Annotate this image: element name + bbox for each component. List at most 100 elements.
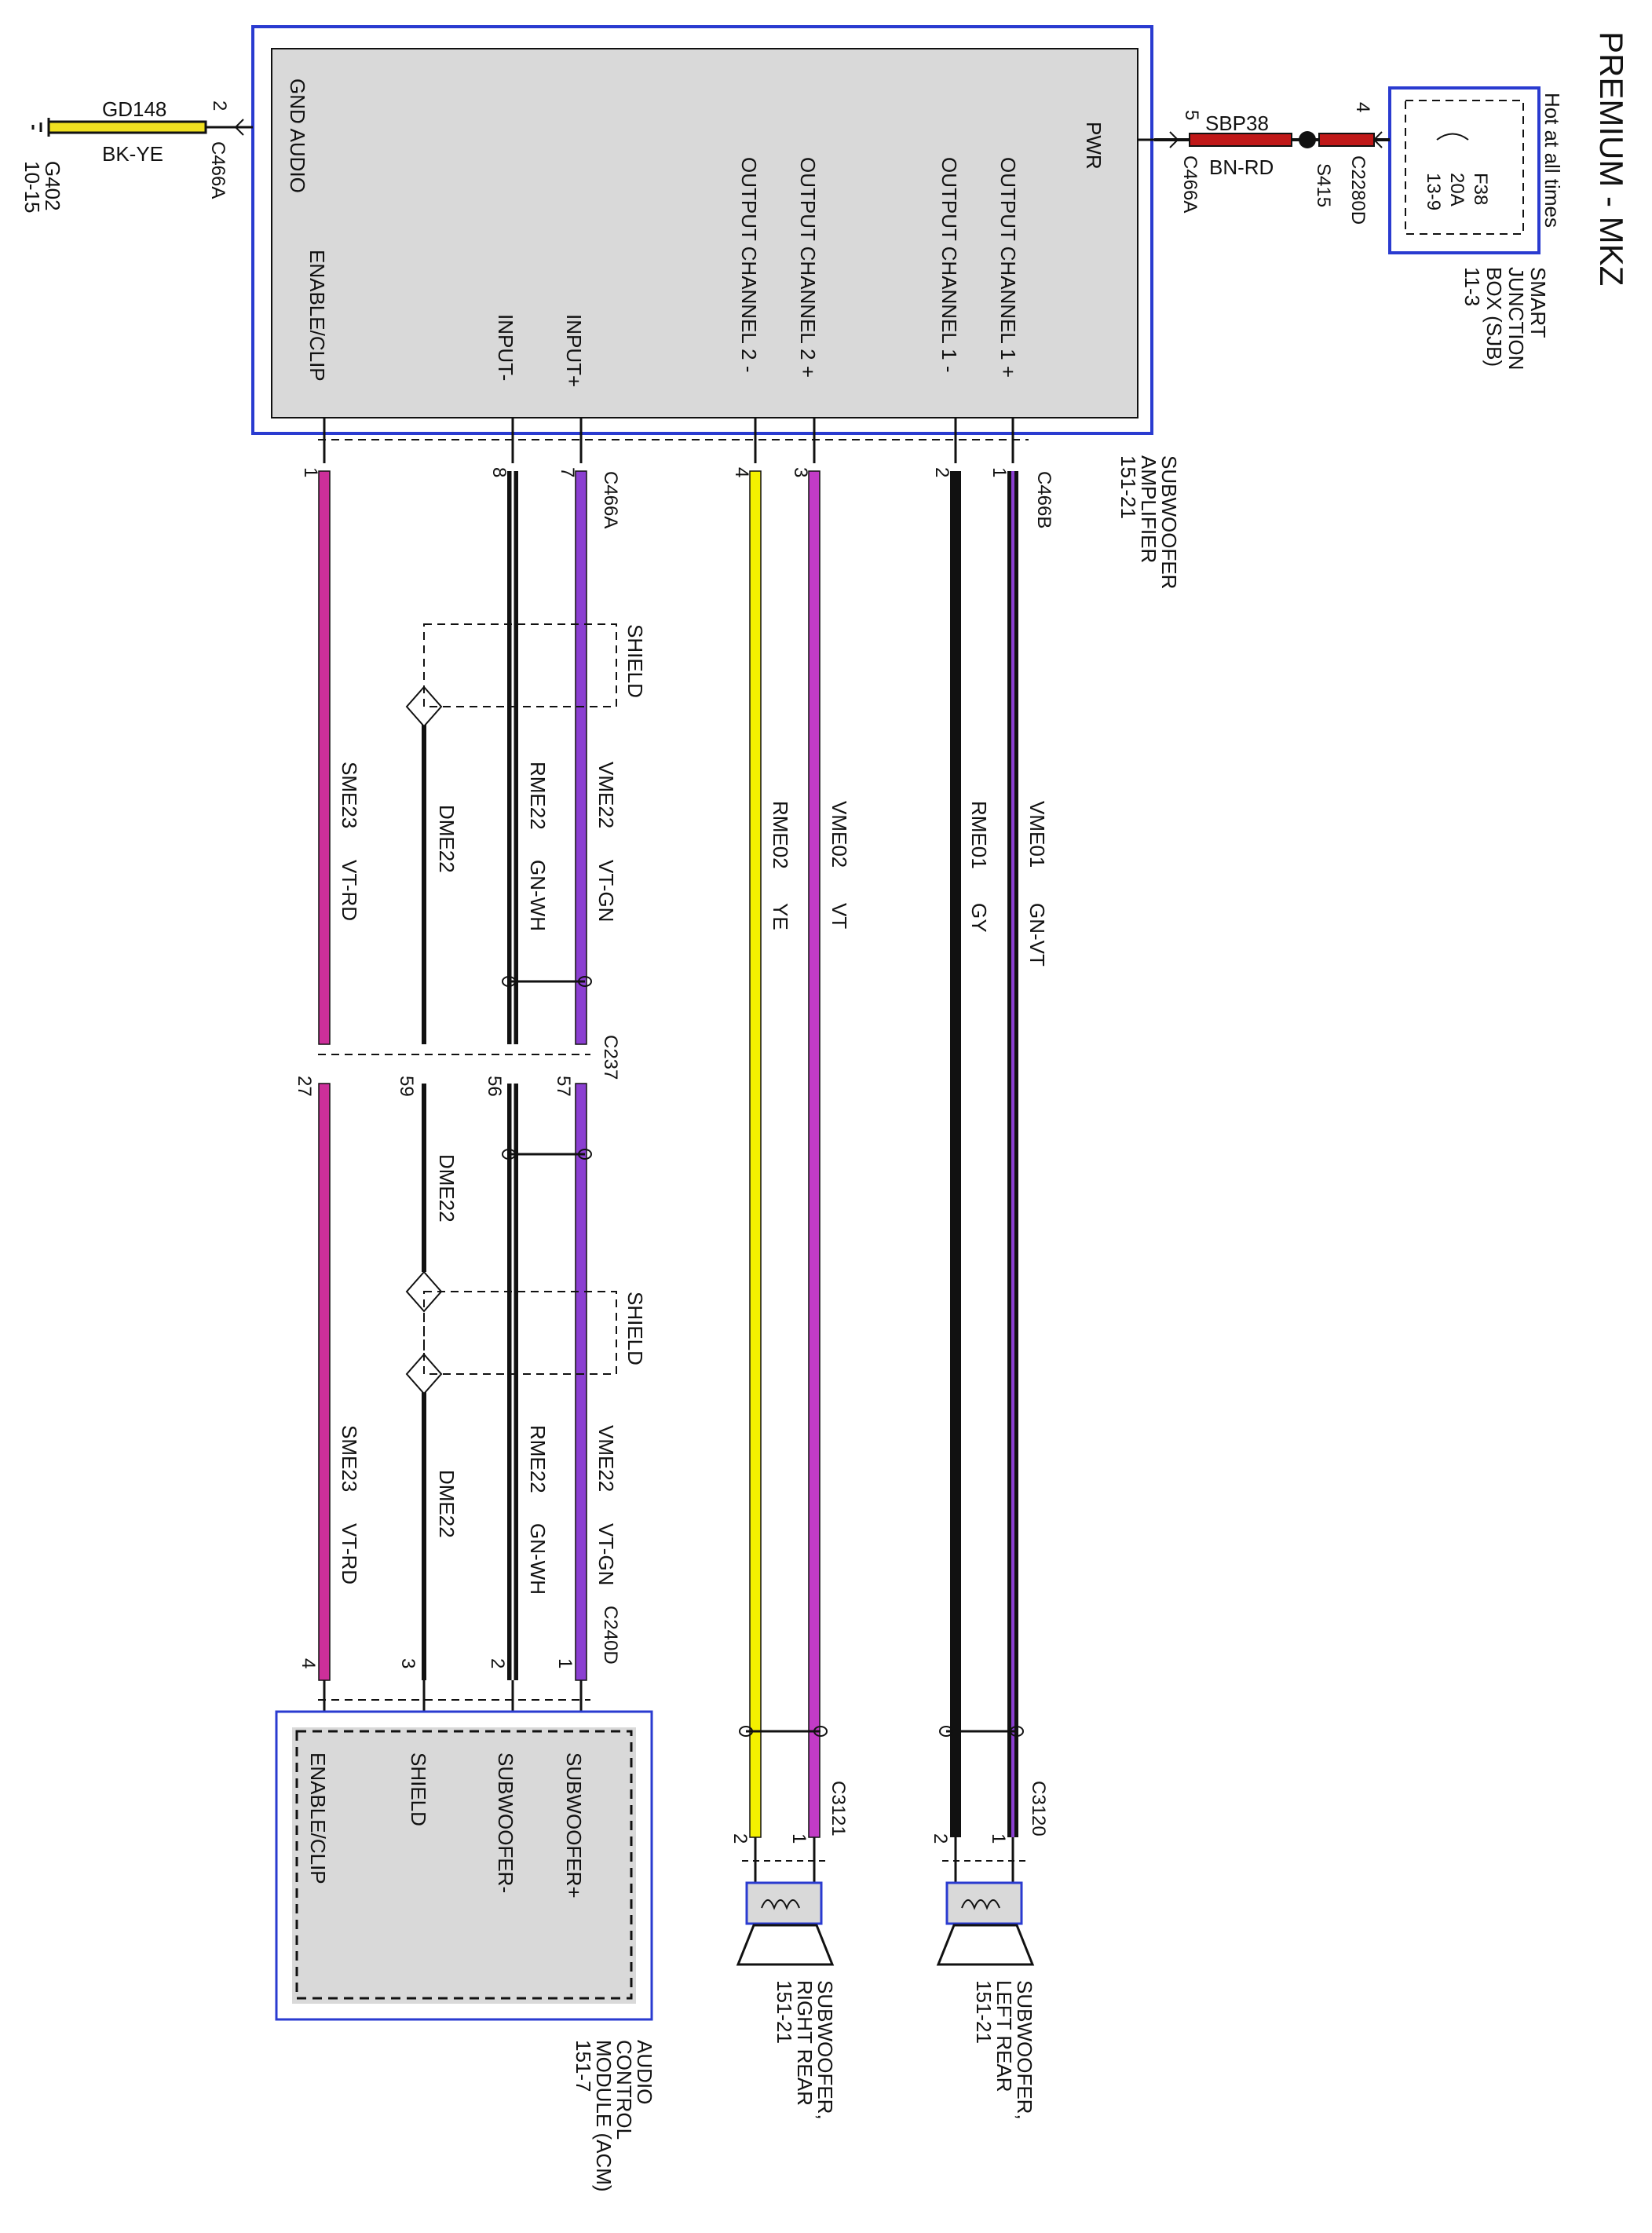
wire-vme01 <box>1007 418 1018 1837</box>
acm-pin-subwoofer-plus: SUBWOOFER+ <box>562 1752 586 1899</box>
amp-pin-pwr: PWR <box>1082 122 1106 170</box>
pin-1-enable: 1 <box>300 467 321 477</box>
label-dme22-middle: DME22 <box>435 1154 459 1222</box>
amp-pin-output-channel-1-plus: OUTPUT CHANNEL 1 + <box>996 157 1020 378</box>
wire-rme02 <box>749 418 762 1838</box>
sjb-name-line-4: 11-3 <box>1460 267 1484 306</box>
amp-pin-output-channel-1-minus: OUTPUT CHANNEL 1 - <box>937 157 961 373</box>
ground-circuit: 2 C466A GD148 BK-YE G402 10-15 <box>20 97 253 214</box>
acm-name-line-1: AUDIO <box>633 2040 656 2104</box>
speaker-left-name-1: SUBWOOFER, <box>1013 1980 1036 2120</box>
amp-pin-gnd-audio: GND AUDIO <box>286 79 309 193</box>
label-rme22-upper: RME22 <box>526 762 550 830</box>
label-sme23-upper: SME23 <box>338 762 361 828</box>
wire-rme01 <box>950 418 961 1837</box>
wire-dme22 <box>405 685 443 1680</box>
fuse-id: F38 <box>1470 173 1491 205</box>
diagram-title: PREMIUM - MKZ <box>1593 31 1630 286</box>
pin-8-input-minus: 8 <box>488 467 510 477</box>
amp-name-line-2: AMPLIFIER <box>1137 455 1160 563</box>
wire-vme22 <box>575 418 587 1681</box>
speaker-right-name-2: RIGHT REAR <box>793 1980 817 2106</box>
hot-at-all-times-label: Hot at all times <box>1541 93 1564 228</box>
amp-pin-output-channel-2-minus: OUTPUT CHANNEL 2 - <box>737 157 761 373</box>
ground-wire-color: BK-YE <box>102 142 163 166</box>
sjb-connector: C2280D <box>1347 155 1369 225</box>
speaker-left-pin-2: 2 <box>930 1833 951 1844</box>
shield-label-lower: SHIELD <box>623 1292 647 1365</box>
wire-rme22 <box>507 418 518 1680</box>
label-rme01: RME01 <box>967 801 991 869</box>
ground-circuit-id: GD148 <box>102 97 166 121</box>
amp-pin-input-plus: INPUT+ <box>562 314 586 387</box>
speaker-left-rear: 1 2 C3120 SUBWOOFER, LEFT REAR 151-21 <box>930 1781 1049 2120</box>
speaker-left-pin-1: 1 <box>988 1833 1009 1844</box>
label-gy: GY <box>967 903 991 933</box>
amp-power-connector: C466A <box>1179 155 1201 213</box>
ground-ref: 10-15 <box>20 161 44 214</box>
label-vme22-upper: VME22 <box>594 762 618 828</box>
label-vtrd-upper: VT-RD <box>338 860 361 921</box>
fuse-symbol <box>1436 133 1469 141</box>
label-gnwh-lower: GN-WH <box>526 1523 550 1595</box>
label-rme02: RME02 <box>769 801 792 869</box>
connector-c3121: C3121 <box>828 1781 849 1836</box>
pin-3-out2p: 3 <box>790 467 811 477</box>
pin-labels-c466: 1 2 3 4 7 8 1 <box>300 467 1010 477</box>
pin-2-out1m: 2 <box>931 467 952 477</box>
pin-labels-c240d: 1 2 3 4 <box>298 1658 576 1668</box>
shield-label-upper: SHIELD <box>623 624 647 698</box>
label-vme02: VME02 <box>828 801 851 868</box>
ground-point: G402 <box>41 161 64 211</box>
connector-c466b: C466B <box>1033 471 1054 528</box>
amp-name-line-1: SUBWOOFER <box>1157 455 1181 589</box>
pin-57: 57 <box>553 1076 574 1097</box>
wire-sme23 <box>318 418 331 1681</box>
amp-pin-output-channel-2-plus: OUTPUT CHANNEL 2 + <box>796 157 820 378</box>
pin-59: 59 <box>396 1076 417 1097</box>
splice-s415 <box>1299 131 1316 148</box>
acm-name-line-3: MODULE (ACM) <box>592 2040 616 2192</box>
connector-c3120: C3120 <box>1028 1781 1049 1836</box>
label-rme22-lower: RME22 <box>526 1425 550 1493</box>
audio-control-module: SUBWOOFER+ SUBWOOFER- SHIELD ENABLE/CLIP… <box>275 1680 656 2192</box>
amp-name-line-3: 151-21 <box>1117 455 1140 519</box>
smart-junction-box: Hot at all times F38 20A 13-9 SMART JUNC… <box>1388 86 1564 370</box>
speaker-right-name-1: SUBWOOFER, <box>813 1980 837 2120</box>
sjb-name-line-3: BOX (SJB) <box>1482 267 1506 367</box>
sjb-name-line-1: SMART <box>1526 267 1550 338</box>
label-sme23-lower: SME23 <box>338 1425 361 1492</box>
connector-c240d: C240D <box>600 1606 621 1665</box>
connector-c466a: C466A <box>600 471 621 528</box>
power-circuit: 4 C2280D S415 SBP38 BN-RD 5 C466A <box>1154 102 1390 225</box>
label-vtrd-lower: VT-RD <box>338 1523 361 1584</box>
pin-1-out1p: 1 <box>989 467 1010 477</box>
acm-pin-shield: SHIELD <box>407 1752 430 1826</box>
pin-1-c240d: 1 <box>554 1658 576 1668</box>
power-wire-color: BN-RD <box>1209 155 1274 179</box>
shield-lower <box>423 1291 617 1375</box>
speaker-right-pin-1: 1 <box>788 1833 810 1844</box>
label-vme22-lower: VME22 <box>594 1425 618 1492</box>
speaker-left-name-2: LEFT REAR <box>992 1980 1016 2092</box>
speaker-left-name-3: 151-21 <box>972 1980 996 2044</box>
fuse-ref: 13-9 <box>1423 173 1444 210</box>
sjb-name-line-2: JUNCTION <box>1504 267 1528 370</box>
speaker-right-name-3: 151-21 <box>773 1980 796 2044</box>
ground-connector: C466A <box>207 141 228 199</box>
twist-markers <box>502 976 1024 1737</box>
pin-labels-c237: 57 56 59 27 <box>294 1076 574 1097</box>
amp-power-pin-number: 5 <box>1181 110 1202 120</box>
sjb-pin-number: 4 <box>1352 102 1373 112</box>
label-gnvt: GN-VT <box>1025 903 1049 967</box>
pin-2-c240d: 2 <box>487 1658 508 1668</box>
label-vme01: VME01 <box>1025 801 1049 868</box>
wire-labels: VME01 GN-VT RME01 GY VME02 VT RME02 YE V… <box>338 762 1049 1595</box>
label-vtgn-upper: VT-GN <box>594 860 618 922</box>
subwoofer-amplifier: PWR GND AUDIO OUTPUT CHANNEL 1 + OUTPUT … <box>251 25 1181 589</box>
speaker-right-pin-2: 2 <box>729 1833 751 1844</box>
splice-label: S415 <box>1313 163 1334 207</box>
power-circuit-id: SBP38 <box>1205 111 1269 135</box>
label-ye: YE <box>769 903 792 930</box>
